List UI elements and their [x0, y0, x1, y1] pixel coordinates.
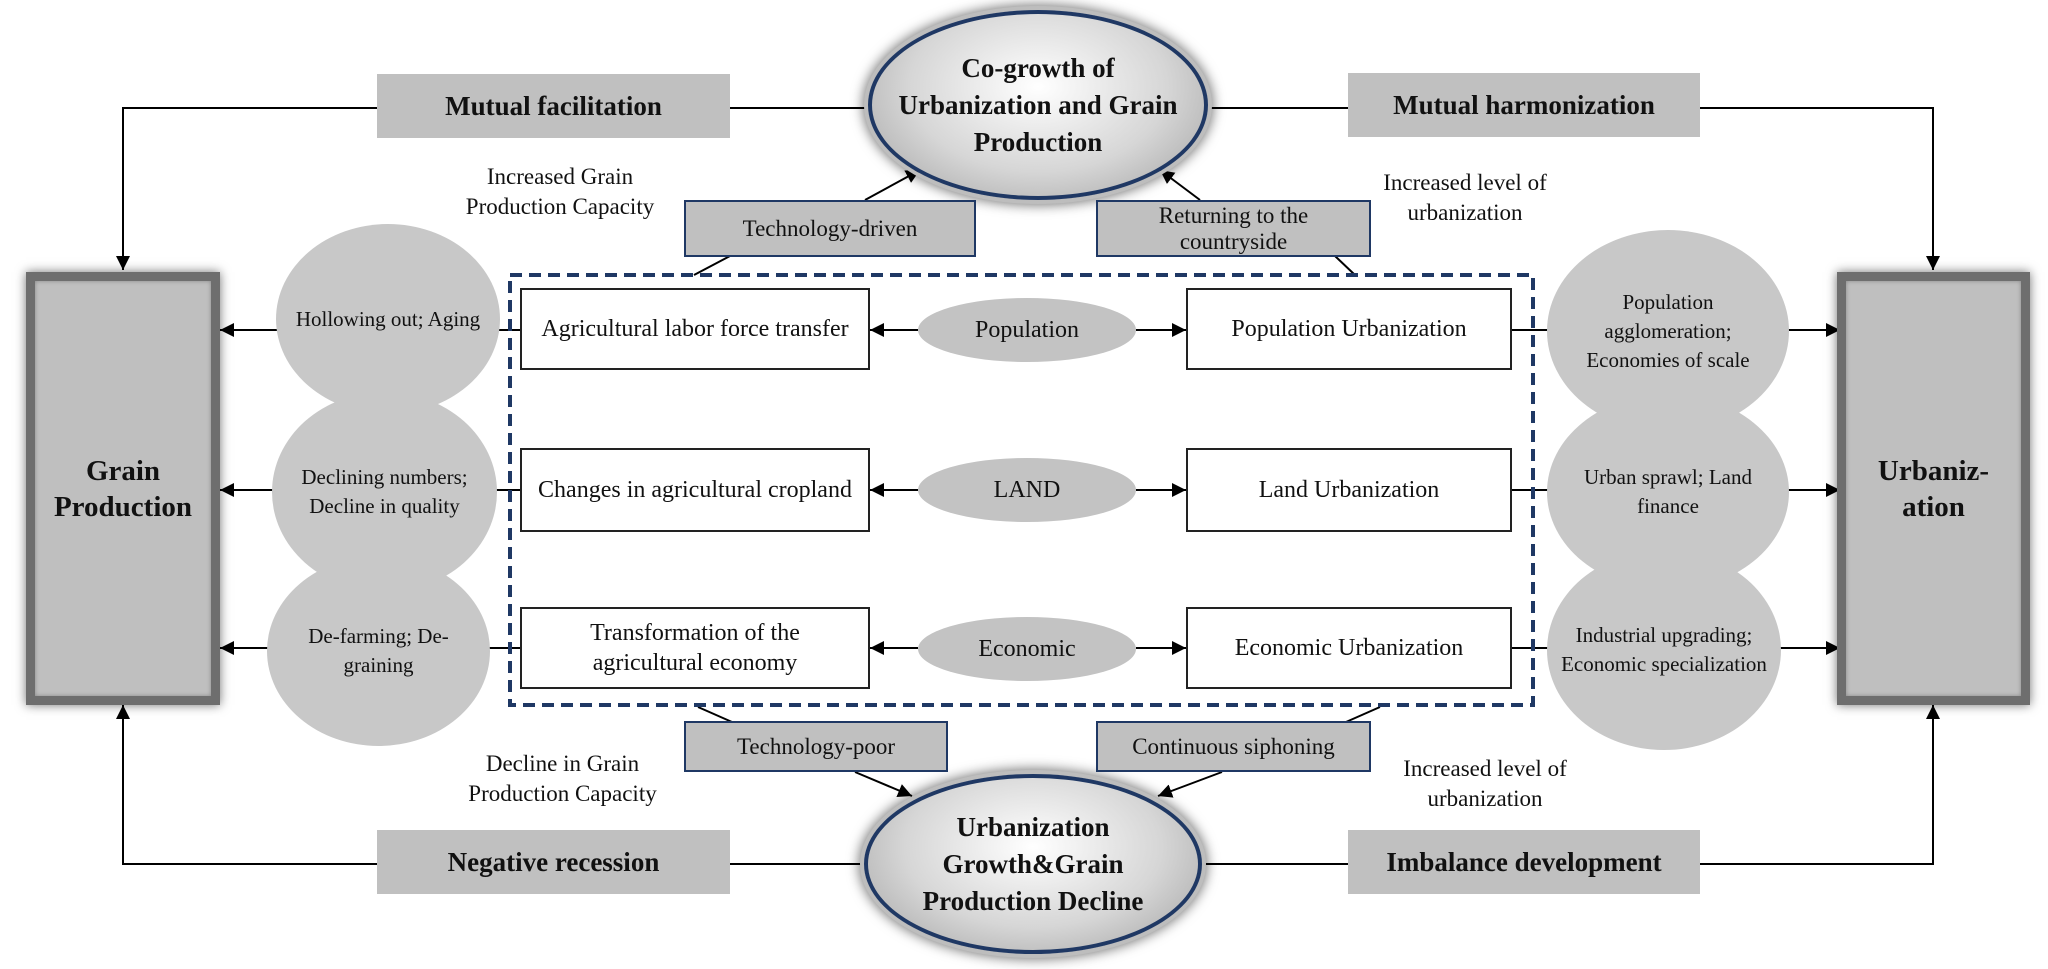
growth-decline-label: Urbanization Growth&Grain Production Dec… — [922, 811, 1144, 916]
grain-production-box: Grain Production — [26, 272, 220, 705]
row1-left-box: Agricultural labor force transfer — [520, 288, 870, 370]
growth-decline-ellipse: Urbanization Growth&Grain Production Dec… — [864, 774, 1202, 954]
returning-countryside-box: Returning to the countryside — [1096, 200, 1371, 257]
decline-capacity-text: Decline in Grain Production Capacity — [468, 751, 657, 806]
increased-capacity-text: Increased Grain Production Capacity — [465, 164, 655, 219]
row2-right-box: Land Urbanization — [1186, 448, 1512, 532]
co-growth-ellipse: Co-growth of Urbanization and Grain Prod… — [868, 10, 1208, 200]
dashed-core-frame — [508, 273, 1535, 707]
tech-driven-connector — [693, 255, 731, 276]
row3-left-circle: De-farming; De-graining — [267, 556, 490, 746]
row3-center-ellipse: Economic — [918, 617, 1136, 681]
siphoning-down-arrow — [1157, 771, 1223, 798]
tech-poor-connector — [697, 706, 733, 723]
row3-right-circle: Industrial upgrading; Economic specializ… — [1547, 550, 1781, 750]
continuous-siphoning-box: Continuous siphoning — [1096, 721, 1371, 772]
row1-center-ellipse: Population — [918, 298, 1136, 362]
technology-poor-box: Technology-poor — [684, 721, 948, 772]
row1-left-circle: Hollowing out; Aging — [276, 224, 500, 414]
imbalance-development-label: Imbalance development — [1348, 830, 1700, 894]
grain-production-label: Grain Production — [53, 454, 193, 523]
row2-center-ellipse: LAND — [918, 458, 1136, 522]
urbanization-label: Urbaniz-ation — [1877, 454, 1990, 523]
increased-urbanization-bottom-text: Increased level of urbanization — [1403, 756, 1567, 811]
mutual-facilitation-label: Mutual facilitation — [377, 74, 730, 138]
row3-right-box: Economic Urbanization — [1186, 607, 1512, 689]
siphoning-connector — [1345, 706, 1381, 723]
technology-driven-box: Technology-driven — [684, 200, 976, 257]
increased-urbanization-top-text: Increased level of urbanization — [1383, 170, 1547, 225]
tech-driven-up-arrow — [864, 169, 921, 201]
tech-poor-down-arrow — [854, 771, 913, 798]
row3-left-box: Transformation of the agricultural econo… — [520, 607, 870, 689]
row2-left-box: Changes in agricultural cropland — [520, 448, 870, 532]
row1-right-box: Population Urbanization — [1186, 288, 1512, 370]
co-growth-label: Co-growth of Urbanization and Grain Prod… — [898, 52, 1178, 157]
negative-recession-label: Negative recession — [377, 830, 730, 894]
urbanization-box: Urbaniz-ation — [1837, 272, 2030, 705]
mutual-harmonization-label: Mutual harmonization — [1348, 73, 1700, 137]
returning-up-arrow — [1159, 169, 1201, 201]
returning-connector — [1334, 255, 1356, 276]
